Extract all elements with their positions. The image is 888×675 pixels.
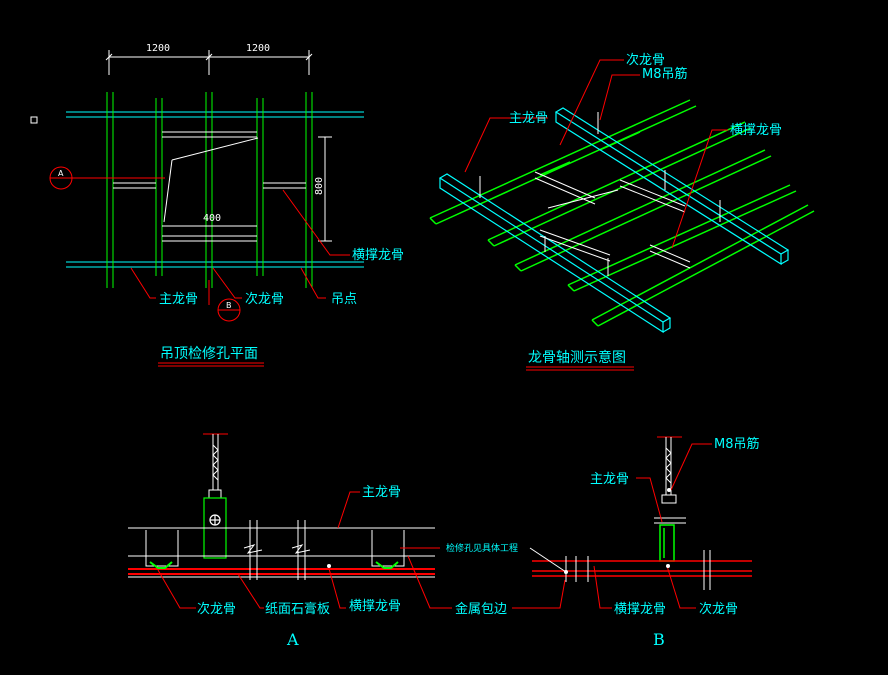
bubble-a: A — [49, 166, 73, 190]
section-b-keel — [659, 524, 675, 562]
iso-view: 次龙骨 M8吊筋 主龙骨 横撑龙骨 龙骨轴测示意图 — [429, 52, 815, 371]
iso-title-underline — [526, 366, 634, 371]
plan-secondary-keels — [106, 92, 313, 288]
plan-view: 1200 1200 — [30, 43, 404, 367]
iso-hangers — [479, 112, 721, 276]
section-a-board — [128, 568, 435, 575]
dim-mid: 400 — [203, 213, 221, 224]
section-b-dot-keel — [666, 564, 670, 568]
section-a-label-brace-keel: 横撑龙骨 — [349, 599, 401, 614]
plan-label-brace-keel: 横撑龙骨 — [352, 248, 404, 263]
section-a-label-gypsum-board: 纸面石膏板 — [265, 601, 330, 617]
bubble-b: B — [217, 298, 241, 322]
iso-secondary-keels — [429, 99, 815, 327]
section-b-label-rod: M8吊筋 — [714, 436, 760, 452]
iso-label-secondary-keel: 次龙骨 — [626, 52, 665, 68]
plan-label-secondary-keel: 次龙骨 — [245, 291, 284, 307]
plan-leaders — [130, 189, 350, 299]
plan-brace-keels — [113, 131, 306, 242]
section-a-horizontals — [128, 527, 435, 578]
dim-top-right: 1200 — [246, 43, 270, 54]
plan-section-lines — [72, 177, 210, 305]
section-b-label-main-keel: 主龙骨 — [590, 472, 629, 487]
plan-label-main-keel: 主龙骨 — [159, 292, 198, 307]
section-a-note: 检修孔见具体工程 — [446, 542, 518, 554]
section-a-rod — [203, 433, 228, 499]
section-b: M8吊筋 主龙骨 横撑龙骨 次龙骨 B — [512, 436, 760, 649]
plan-dimension-top — [105, 50, 313, 75]
iso-label-main-keel: 主龙骨 — [509, 111, 548, 126]
section-b-dot-rod — [667, 488, 671, 492]
iso-brace-keels — [534, 171, 691, 269]
plan-title: 吊顶检修孔平面 — [160, 346, 258, 362]
section-b-caption: B — [653, 630, 665, 649]
iso-title: 龙骨轴测示意图 — [528, 349, 626, 366]
section-a-leaders — [157, 491, 452, 609]
section-a-label-metal-edge: 金属包边 — [455, 601, 507, 617]
section-b-horizontals — [532, 560, 752, 577]
section-a: 主龙骨 次龙骨 纸面石膏板 横撑龙骨 金属包边 检修孔见具体工程 A — [128, 433, 518, 649]
section-a-secondary-keels — [145, 530, 405, 567]
dim-top-left: 1200 — [146, 43, 170, 54]
section-b-edges — [565, 550, 711, 590]
plan-label-hanging-point: 吊点 — [331, 292, 357, 307]
iso-leaders — [464, 59, 728, 249]
iso-label-brace-keel: 横撑龙骨 — [730, 123, 782, 138]
section-b-rod — [654, 436, 686, 524]
section-b-label-secondary-keel: 次龙骨 — [699, 601, 738, 617]
section-a-dot — [327, 564, 331, 568]
plan-main-keels — [66, 111, 364, 268]
plan-title-underline — [158, 362, 264, 367]
iso-label-rod: M8吊筋 — [642, 66, 688, 82]
marker-square — [30, 116, 38, 124]
section-a-caption: A — [286, 630, 299, 649]
svg-text:B: B — [226, 301, 232, 310]
section-b-leaders — [512, 443, 712, 609]
dim-side: 800 — [314, 177, 325, 195]
section-a-clips — [149, 561, 399, 569]
section-a-label-secondary-keel: 次龙骨 — [197, 601, 236, 617]
section-b-dot-edge — [564, 570, 568, 574]
section-a-breaks — [243, 520, 311, 580]
iso-main-keels — [438, 107, 790, 334]
section-b-label-brace-keel: 横撑龙骨 — [614, 602, 666, 617]
section-a-label-main-keel: 主龙骨 — [362, 485, 401, 500]
svg-text:A: A — [58, 169, 64, 178]
